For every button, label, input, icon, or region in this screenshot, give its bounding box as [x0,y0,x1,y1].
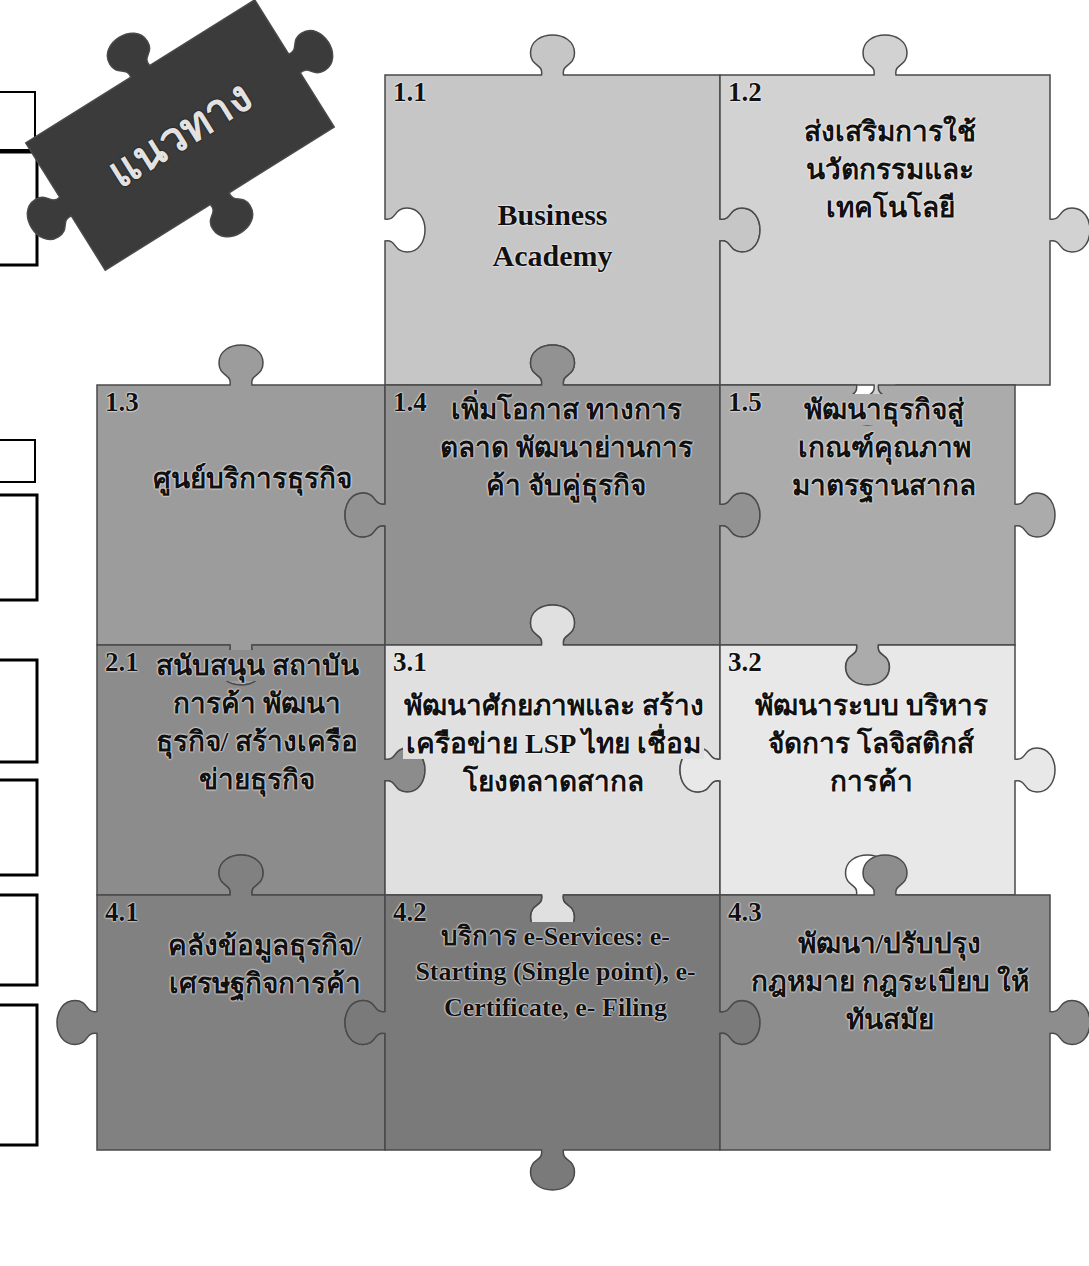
piece-shape [385,35,760,385]
text-area: คลังข้อมูลธุรกิจ/ เศรษฐกิจการค้า [152,927,377,1003]
piece-shape [680,645,1055,895]
empty-frame [0,1005,37,1145]
text-area: พัฒนาธุรกิจสู่ เกณฑ์คุณภาพ มาตรฐานสากล [768,391,1000,505]
piece-text: พัฒนา/ปรับปรุง กฎหมาย กฎระเบียบ ให้ทันสม… [748,928,1032,1035]
piece-text: เพิ่มโอกาส ทางการตลาด พัฒนาย่านการค้า จั… [437,394,696,501]
piece-outline [0,0,417,353]
piece-number: 3.2 [728,647,762,677]
puzzle-piece: 4.2บริการ e-Services: e-Starting (Single… [385,895,720,1150]
piece-number: 1.5 [728,387,762,417]
piece-text: Business Academy [490,198,616,272]
text-area: 1.2 [728,77,762,108]
text-area: บริการ e-Services: e-Starting (Single po… [403,919,708,1025]
text-area: 4.1 [105,897,139,928]
piece-number: 1.1 [393,77,427,107]
text-area: 1.3 [105,387,139,418]
piece-text: พัฒนาธุรกิจสู่ เกณฑ์คุณภาพ มาตรฐานสากล [789,394,979,501]
text-area: 1.5 [728,387,762,418]
piece-number: 4.2 [393,897,427,927]
piece-shape [345,345,760,645]
puzzle-piece: 1.2 ส่งเสริมการใช้ นวัตกรรมและ เทคโนโลยี [720,75,1050,385]
piece-number: 1.3 [105,387,139,417]
piece-outline [37,835,445,1210]
text-area: ศูนย์บริการธุรกิจ [127,460,377,498]
piece-number: 2.1 [105,647,139,677]
empty-frame [0,660,37,762]
piece-text: ส่งเสริมการใช้ นวัตกรรมและ เทคโนโลยี [801,116,979,223]
text-area: เพิ่มโอกาส ทางการตลาด พัฒนาย่านการค้า จั… [437,391,695,505]
heading-text: แนวทาง [97,70,262,198]
text-area: Business Academy [445,195,660,277]
piece-shape [97,645,425,895]
text-area: แนวทาง [58,43,302,226]
text-area: พัฒนาศักยภาพและ สร้างเครือข่าย LSP ไทย เ… [401,687,706,801]
puzzle-piece: 3.2 พัฒนาระบบ บริหารจัดการ โลจิสติกส์การค… [720,645,1015,895]
heading-piece: แนวทาง [26,0,334,270]
piece-shape [57,855,385,1150]
empty-frame [0,152,37,265]
piece-number: 4.1 [105,897,139,927]
puzzle-piece: 4.3พัฒนา/ปรับปรุง กฎหมาย กฎระเบียบ ให้ทั… [720,895,1050,1150]
piece-outline [37,325,445,705]
piece-shape [0,0,389,325]
text-area: พัฒนา/ปรับปรุง กฎหมาย กฎระเบียบ ให้ทันสม… [742,925,1037,1039]
puzzle-piece: 1.1Business Academy [385,75,720,385]
puzzle-piece: 4.1 คลังข้อมูลธุรกิจ/ เศรษฐกิจการค้า [97,895,385,1150]
text-area: 1.4 [393,387,427,418]
piece-outline [660,15,1089,445]
text-area: 3.2 [728,647,762,678]
piece-shape [720,855,1089,1150]
piece-number: 3.1 [393,647,427,677]
puzzle-piece: 1.3 ศูนย์บริการธุรกิจ [97,385,385,645]
piece-text: สนับสนุน สถาบันการค้า พัฒนาธุรกิจ/ สร้าง… [153,650,362,795]
piece-shape [97,345,385,685]
text-area: 3.1 [393,647,427,678]
text-area: 4.2 [393,897,427,928]
puzzle-piece: 1.5 พัฒนาธุรกิจสู่ เกณฑ์คุณภาพ มาตรฐานสาก… [720,385,1015,645]
piece-shape [720,385,1055,685]
piece-text: พัฒนาระบบ บริหารจัดการ โลจิสติกส์การค้า [752,690,991,797]
text-area: ส่งเสริมการใช้ นวัตกรรมและ เทคโนโลยี [765,113,1015,227]
empty-frame [0,92,35,150]
text-area: 4.3 [728,897,762,928]
piece-outline [325,835,780,1210]
puzzle-piece: 1.4 เพิ่มโอกาส ทางการตลาด พัฒนาย่านการค้า… [385,385,720,645]
piece-text: บริการ e-Services: e-Starting (Single po… [412,922,698,1022]
empty-frame [0,895,37,985]
text-area: สนับสนุน สถาบันการค้า พัฒนาธุรกิจ/ สร้าง… [139,647,375,799]
piece-shape [385,605,720,935]
text-area: พัฒนาระบบ บริหารจัดการ โลจิสติกส์การค้า [746,687,996,801]
empty-frame [0,780,37,875]
piece-shape [720,35,1089,425]
piece-text: พัฒนาศักยภาพและ สร้างเครือข่าย LSP ไทย เ… [401,690,707,797]
piece-text: ศูนย์บริการธุรกิจ [150,463,355,494]
empty-frame [0,440,35,482]
piece-number: 1.4 [393,387,427,417]
text-area: 2.1 [105,647,139,678]
empty-frame [0,495,37,600]
piece-outline [660,325,1075,705]
piece-shape [345,895,760,1190]
piece-text: คลังข้อมูลธุรกิจ/ เศรษฐกิจการค้า [165,930,365,999]
puzzle-piece: 2.1 สนับสนุน สถาบันการค้า พัฒนาธุรกิจ/ สร… [97,645,385,895]
text-area: 1.1 [393,77,427,108]
piece-number: 4.3 [728,897,762,927]
piece-number: 1.2 [728,77,762,107]
puzzle-piece: 3.1 พัฒนาศักยภาพและ สร้างเครือข่าย LSP ไท… [385,645,720,895]
